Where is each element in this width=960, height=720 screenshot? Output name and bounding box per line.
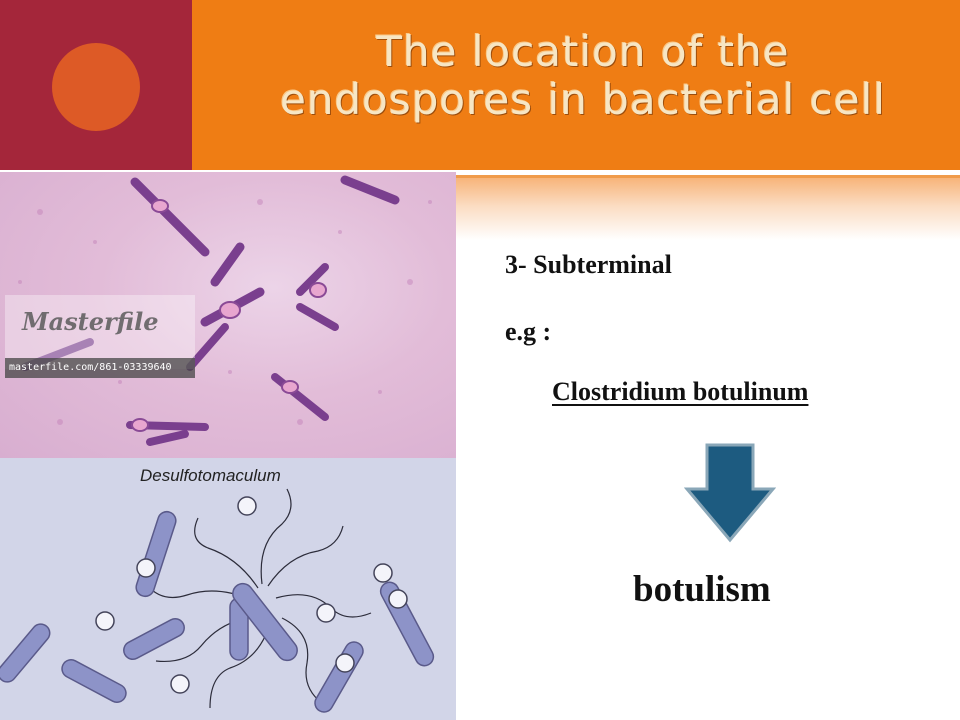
watermark-overlay [5,295,195,369]
example-label: e.g : [505,317,552,346]
endospore-position-label: 3- Subterminal [505,250,672,279]
accent-divider-line [0,175,960,178]
slide-title: The location of the endospores in bacter… [192,28,960,124]
slide-title-line-2: endospores in bacterial cell [280,75,886,124]
watermark-logo: Masterfile [22,307,159,336]
watermark-id-strip: masterfile.com/861-03339640 [5,358,195,378]
corner-circle-decoration [52,43,140,131]
desulfotomaculum-illustration-image: Desulfotomaculum [0,458,456,720]
disease-name: botulism [633,569,771,610]
slide-title-line-1: The location of the [376,27,790,76]
accent-gradient-band [455,178,960,240]
stained-micrograph-image: Masterfile masterfile.com/861-03339640 [0,172,456,460]
species-name: Clostridium botulinum [552,377,809,406]
down-arrow-icon [684,443,776,543]
illustration-caption: Desulfotomaculum [140,466,281,485]
title-bar [192,0,960,170]
